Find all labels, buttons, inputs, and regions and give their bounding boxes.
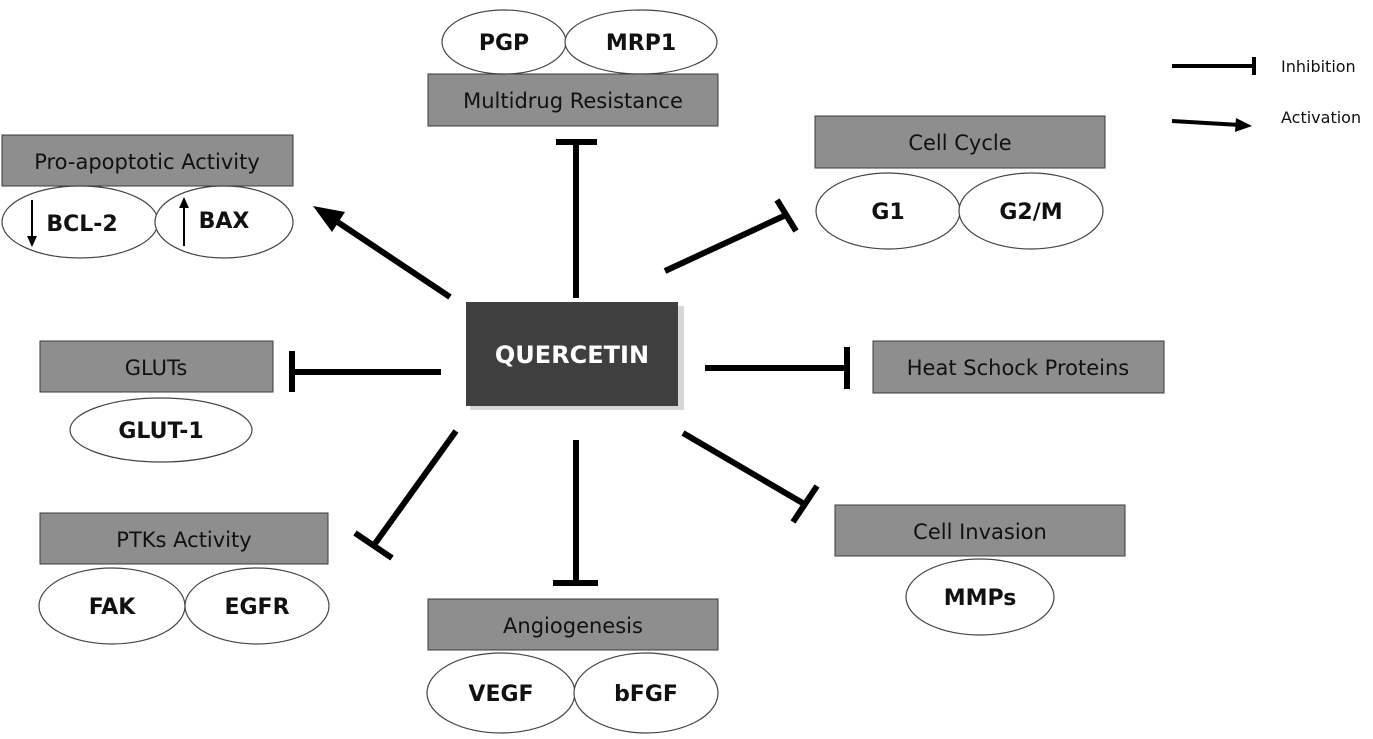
quercetin-node: QUERCETIN [466,302,684,410]
oval-g2m [958,172,1104,250]
ptks-node: PTKs Activity FAK EGFR [38,512,330,645]
pro-apoptotic-node: Pro-apoptotic Activity BCL-2 BAX [1,134,294,259]
oval-mmps [905,558,1055,636]
g1-label: G1 [871,200,904,225]
quercetin-label: QUERCETIN [495,341,649,369]
edge-multidrug [556,139,597,298]
cell-cycle-node: Cell Cycle G1 G2/M [814,115,1106,250]
legend: Inhibition Activation [1171,57,1361,132]
ptks-title: PTKs Activity [116,528,251,552]
mrp1-label: MRP1 [606,31,676,56]
mmps-label: MMPs [944,586,1017,611]
heat-shock-node: Heat Schock Proteins [872,340,1165,394]
oval-bax [154,185,294,259]
edge-angiogenesis [553,440,598,586]
oval-glut1 [69,397,253,463]
edge-gluts [289,351,441,392]
bfgf-label: bFGF [614,682,678,707]
g2m-label: G2/M [999,200,1062,225]
cell-invasion-node: Cell Invasion MMPs [834,504,1126,636]
down-arrow-icon [27,200,37,247]
edge-cell-invasion [681,430,820,524]
pro-apoptotic-title: Pro-apoptotic Activity [34,150,260,174]
bcl2-label: BCL-2 [46,212,117,237]
gluts-title: GLUTs [125,356,188,380]
pgp-label: PGP [479,31,529,56]
edge-ptks [353,429,459,561]
cell-cycle-title: Cell Cycle [908,131,1011,155]
legend-activation-label: Activation [1281,108,1361,127]
edge-heat-shock [705,347,850,389]
vegf-label: VEGF [468,682,533,707]
heat-shock-title: Heat Schock Proteins [907,356,1129,380]
oval-bfgf [573,652,719,734]
multidrug-resistance-node: PGP MRP1 Multidrug Resistance [427,9,719,127]
legend-inhibition-label: Inhibition [1281,57,1356,76]
egfr-label: EGFR [224,595,289,620]
oval-egfr [184,567,330,645]
edge-pro-apoptotic [313,206,452,300]
gluts-node: GLUTs GLUT-1 [39,340,274,463]
fak-label: FAK [89,595,137,620]
up-arrow-icon [179,197,189,246]
bax-label: BAX [199,209,250,234]
inhibition-legend-icon [1172,57,1256,75]
glut1-label: GLUT-1 [118,419,203,444]
angiogenesis-node: Angiogenesis VEGF bFGF [426,598,719,734]
angiogenesis-title: Angiogenesis [503,614,643,638]
edge-cell-cycle [663,198,799,274]
activation-legend-icon [1171,118,1252,132]
activation-arrowhead [313,206,345,232]
multidrug-title: Multidrug Resistance [463,89,683,113]
cell-invasion-title: Cell Invasion [913,520,1047,544]
